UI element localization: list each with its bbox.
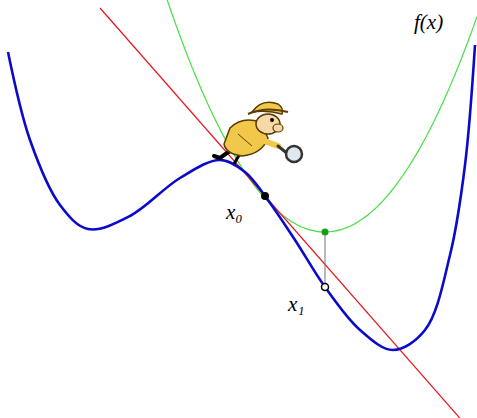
point-label: x₁ (288, 294, 305, 315)
function-curve (8, 45, 475, 350)
point-x0 (261, 192, 269, 200)
tangent-line (100, 8, 465, 418)
function-label: f(x) (414, 12, 443, 33)
drop-line (325, 232, 326, 284)
detective-cartoon (214, 102, 302, 164)
model-minimum (322, 229, 329, 236)
point-label: x₀ (226, 202, 243, 223)
quadratic-model (165, 0, 477, 232)
point-x1 (322, 284, 329, 291)
